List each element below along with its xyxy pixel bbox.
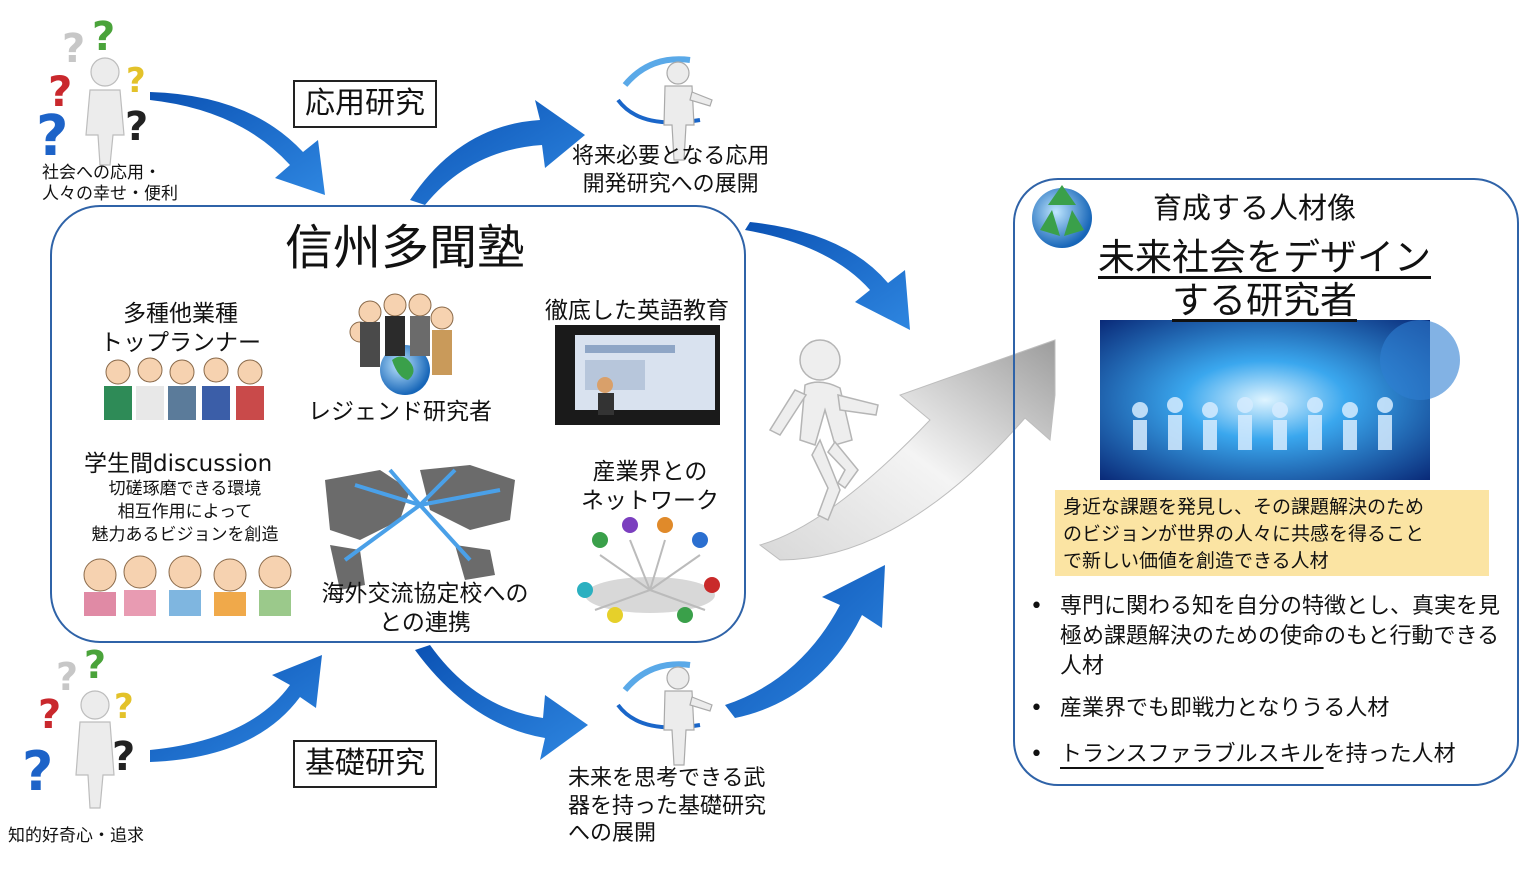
bullet-item-1: • 専門に関わる知を自分の特徴とし、真実を見極め課題解決のための使命のもと行動で… — [1030, 592, 1505, 682]
discussion-text: 切磋琢磨できる環境 相互作用によって 魅力あるビジョンを創造 — [91, 479, 279, 545]
applied-research-label: 応用研究 — [293, 80, 437, 128]
bullet-text-suffix: を持った人材 — [1323, 742, 1456, 767]
discussion-title: 学生間discussion — [84, 451, 273, 477]
arrow-bottom-left — [150, 655, 322, 762]
legend-researchers-illustration — [349, 293, 454, 395]
svg-text:?: ? — [48, 67, 72, 116]
bullet-text: 専門に関わる知を自分の特徴とし、真実を見極め課題解決のための使命のもと行動できる… — [1060, 594, 1501, 679]
future-society-image — [1100, 320, 1460, 480]
future-applied-text: 将来必要となる応用 開発研究への展開 — [572, 144, 770, 197]
svg-text:?: ? — [22, 740, 53, 803]
right-subtitle-line2: する研究者 — [1172, 279, 1357, 322]
question-figure-bottom-icon: ? ? ? ? ? ? — [22, 643, 135, 809]
svg-text:?: ? — [84, 643, 106, 687]
english-class-photo — [555, 325, 720, 425]
top-runner-text: 多種他業種 トップランナー — [100, 301, 261, 356]
legend-researcher-text: レジェンド研究者 — [308, 399, 492, 425]
basic-research-label: 基礎研究 — [293, 740, 437, 788]
bullet-dot: • — [1030, 594, 1043, 619]
future-basic-text: 未来を思考できる武 器を持った基礎研究 への展開 — [568, 766, 767, 846]
arrow-top-left — [150, 92, 325, 195]
presenter-figure-top-icon — [616, 56, 713, 161]
industry-network-text: 産業界との ネットワーク — [581, 459, 719, 514]
question-figure-top-icon: ? ? ? ? ? ? — [36, 14, 148, 169]
arrow-bottom-right — [725, 565, 885, 718]
transferable-skill-text: トランスファラブルスキル — [1060, 742, 1324, 767]
svg-text:?: ? — [92, 14, 115, 60]
svg-text:?: ? — [38, 692, 61, 738]
top-runners-illustration — [104, 357, 264, 420]
highlight-box — [1055, 490, 1489, 576]
world-map-illustration — [325, 465, 515, 590]
bullet-text: トランスファラブルスキルを持った人材 — [1060, 740, 1456, 770]
social-application-text: 社会への応用・ 人々の幸せ・便利 — [42, 163, 178, 205]
bullet-item-2: • 産業界でも即戦力となりうる人材 — [1030, 694, 1505, 724]
svg-text:?: ? — [36, 104, 68, 169]
right-panel — [1013, 178, 1519, 786]
svg-text:?: ? — [62, 26, 85, 72]
right-subtitle-line1: 未来社会をデザイン — [1098, 236, 1431, 279]
center-title: 信州多聞塾 — [285, 220, 526, 276]
arrow-bottom-center — [415, 645, 588, 760]
svg-text:?: ? — [112, 734, 135, 780]
industry-network-illustration — [577, 517, 720, 623]
right-heading: 育成する人材像 — [1153, 191, 1357, 225]
svg-text:?: ? — [114, 687, 134, 727]
bullet-text: 産業界でも即戦力となりうる人材 — [1060, 696, 1390, 721]
english-education-text: 徹底した英語教育 — [545, 298, 729, 324]
svg-text:?: ? — [126, 61, 146, 101]
students-discussion-illustration — [83, 555, 292, 616]
bullet-dot: • — [1030, 742, 1043, 767]
highlight-text: 身近な課題を発見し、その課題解決のため のビジョンが世界の人々に共感を得ること … — [1063, 496, 1425, 572]
presenter-figure-bottom-icon — [616, 661, 713, 766]
svg-text:?: ? — [125, 104, 148, 150]
svg-text:?: ? — [56, 655, 78, 699]
running-figure-icon — [768, 339, 879, 522]
arrow-top-center — [410, 100, 585, 205]
intellectual-curiosity-text: 知的好奇心・追求 — [8, 826, 144, 846]
overseas-text: 海外交流協定校への との連携 — [321, 581, 529, 636]
center-panel — [50, 205, 746, 643]
bullet-item-3: • トランスファラブルスキルを持った人材 — [1030, 740, 1505, 770]
arrow-top-right — [745, 222, 910, 330]
bullet-dot: • — [1030, 696, 1043, 721]
